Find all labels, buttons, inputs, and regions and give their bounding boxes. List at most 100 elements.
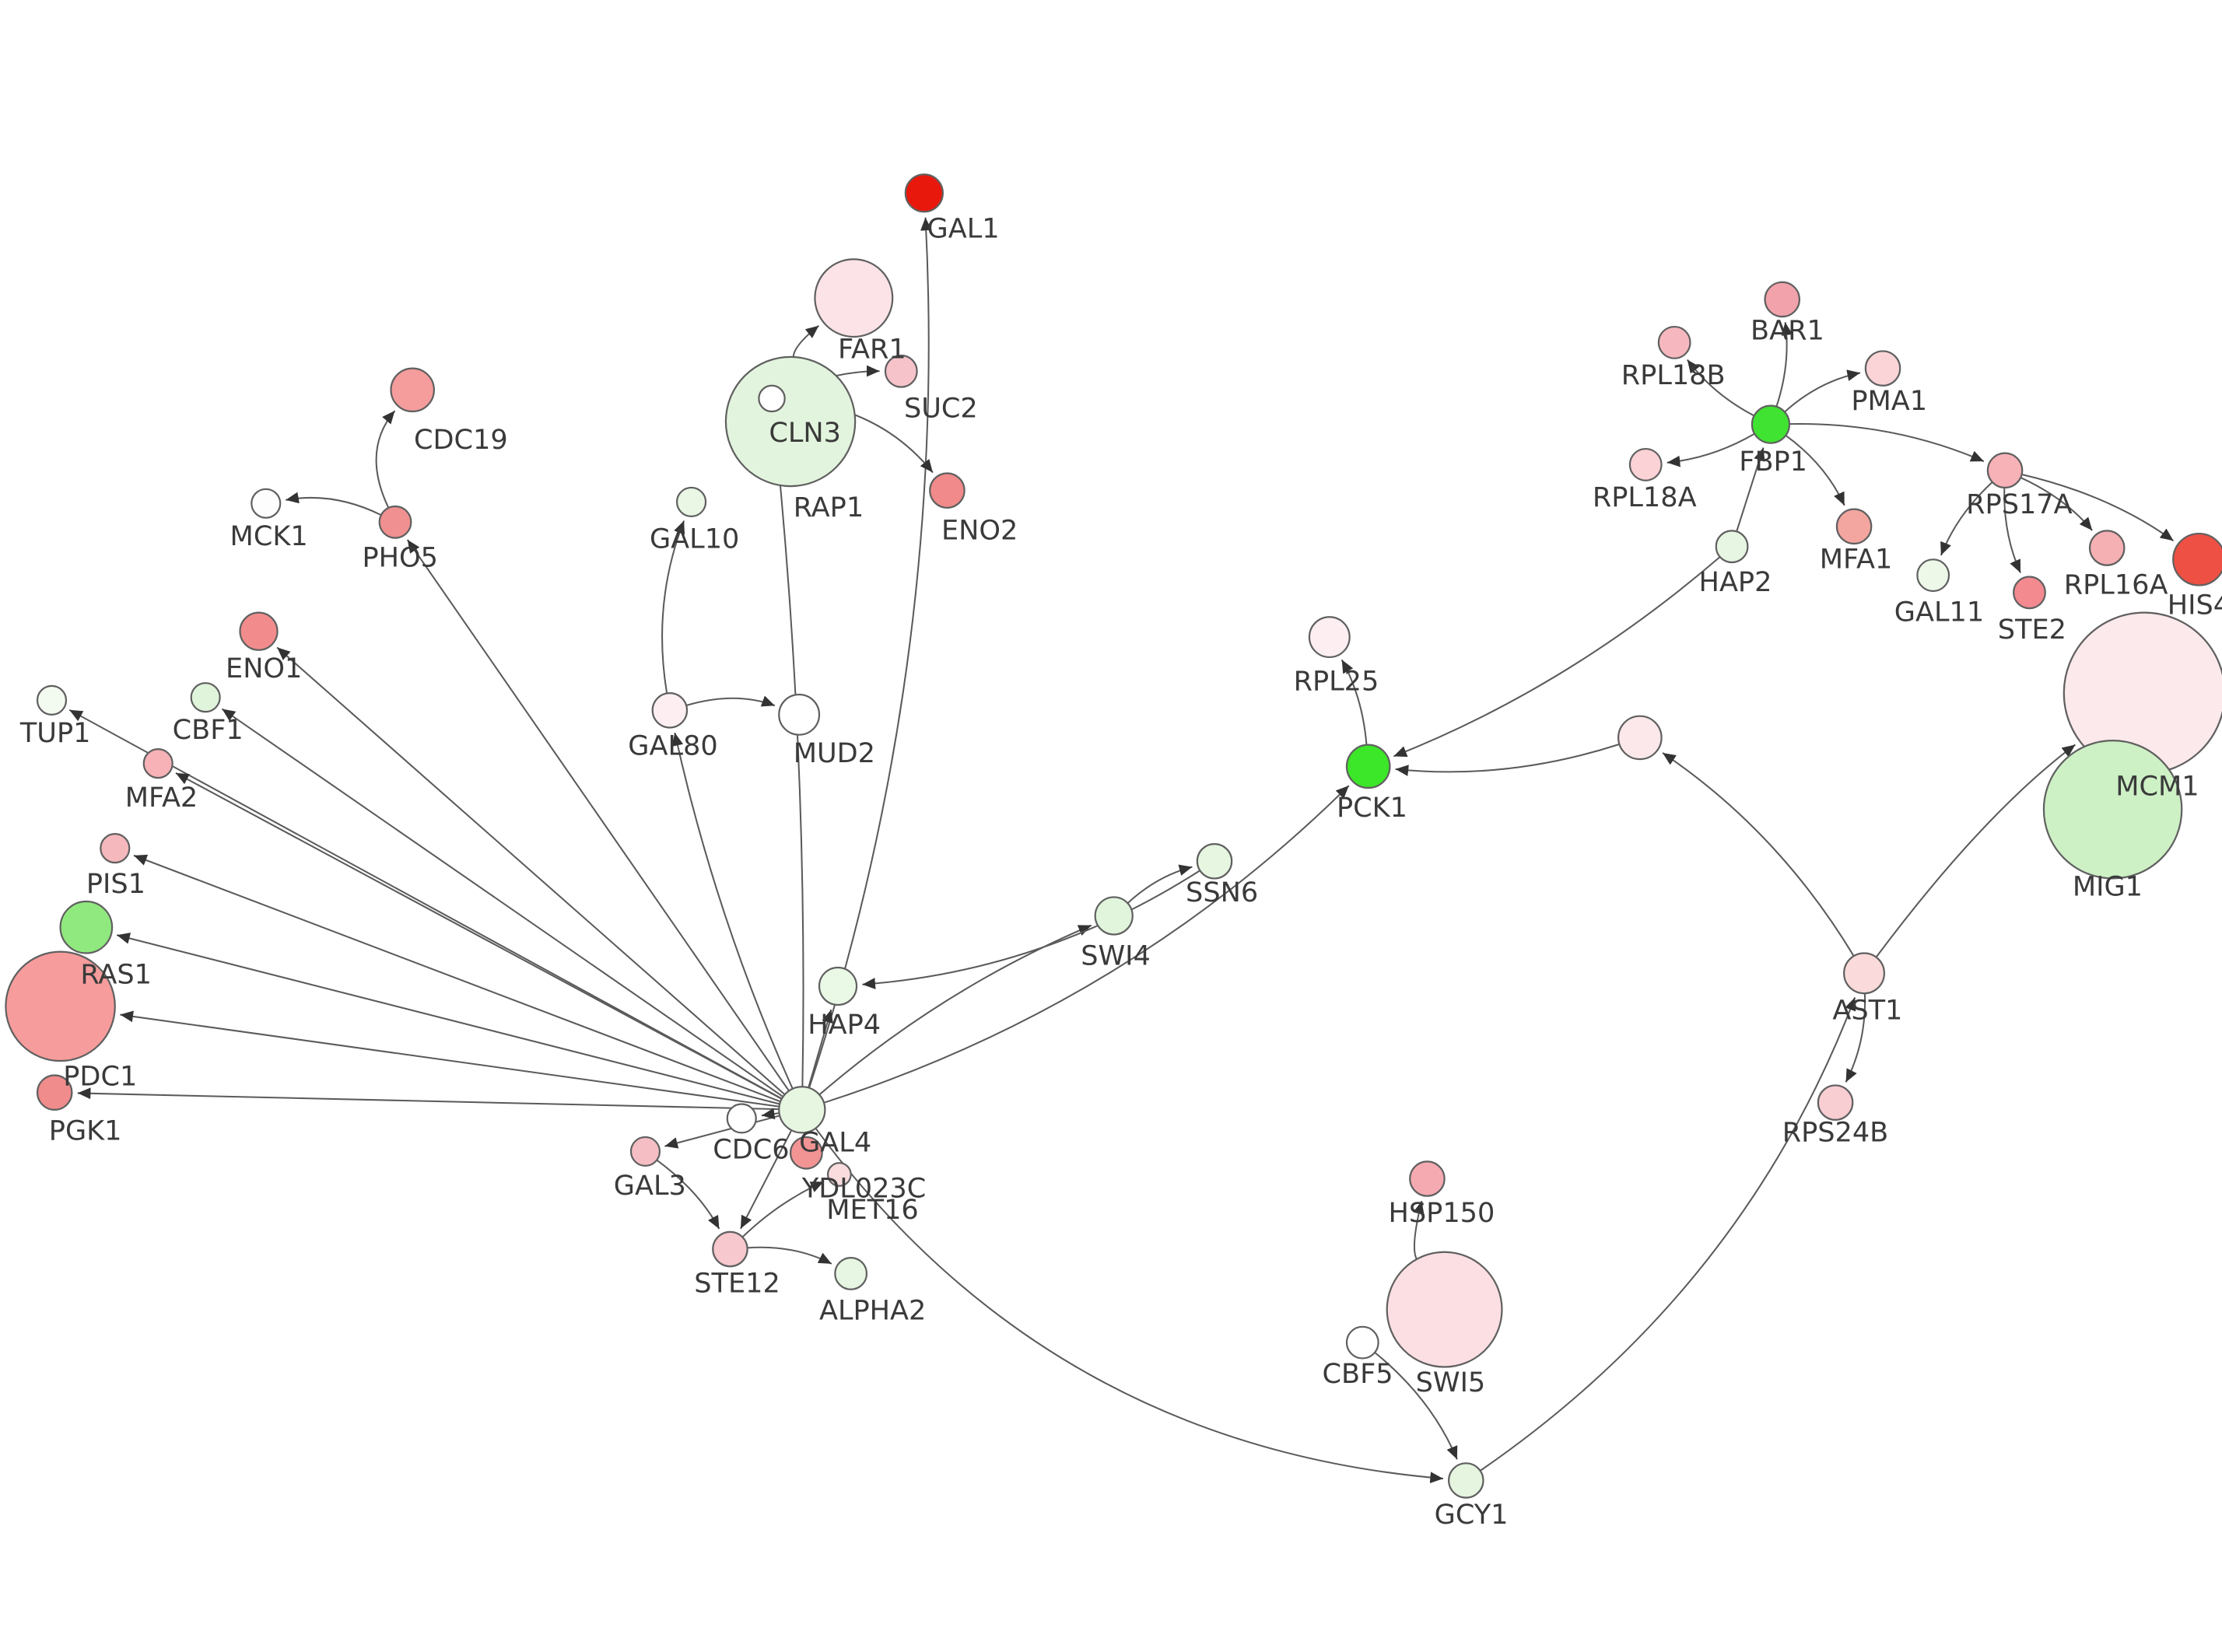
node-gcy1[interactable] (1448, 1462, 1484, 1499)
node-cbf5[interactable] (1345, 1325, 1379, 1360)
node-ast1[interactable] (1843, 952, 1885, 995)
node-ste12[interactable] (712, 1230, 748, 1268)
edge-n1-pck1[interactable] (1395, 743, 1620, 776)
node-rpl18a[interactable] (1628, 447, 1663, 481)
node-bar1[interactable] (1764, 281, 1800, 318)
edge-gal4-gal80[interactable] (671, 732, 794, 1090)
node-ydl023c[interactable] (789, 1136, 823, 1170)
node-ssn6[interactable] (1196, 842, 1233, 880)
node-pgk1[interactable] (36, 1074, 73, 1111)
edge-gal80-gal10[interactable] (661, 520, 685, 694)
node-eno2[interactable] (929, 472, 966, 509)
edge-hap2-fbp1[interactable] (1736, 447, 1765, 532)
node-mig1[interactable] (2042, 739, 2183, 880)
edge-rps17a-gal11[interactable] (1940, 481, 1993, 556)
node-suc2[interactable] (884, 354, 918, 388)
edge-gal4-tup1[interactable] (68, 709, 783, 1100)
node-gal1[interactable] (904, 173, 944, 213)
node-tup1[interactable] (36, 684, 68, 716)
edge-swi4-ssn6[interactable] (1127, 864, 1193, 904)
node-rpl16a[interactable] (2088, 530, 2126, 566)
node-mfa2[interactable] (142, 748, 173, 779)
edge-ast1-rps24b[interactable] (1845, 993, 1866, 1083)
edge-gal80-mud2[interactable] (685, 695, 776, 707)
edge-cln3-far1[interactable] (792, 324, 820, 357)
edge-fbp1-mfa1[interactable] (1785, 435, 1845, 506)
edge-fbp1-bar1[interactable] (1775, 322, 1793, 408)
node-ras1[interactable] (59, 900, 114, 954)
node-rpl25[interactable] (1308, 616, 1351, 659)
node-swi5[interactable] (1386, 1251, 1503, 1368)
edge-gal4-gal1[interactable] (808, 217, 932, 1089)
node-mfa1[interactable] (1835, 508, 1873, 545)
node-n1[interactable] (1617, 715, 1663, 761)
node-pma1[interactable] (1864, 350, 1901, 387)
edge-gal4-pck1[interactable] (823, 785, 1350, 1104)
edge-swi5-hsp150[interactable] (1413, 1200, 1425, 1260)
node-cln3[interactable] (724, 355, 857, 488)
node-cdc6[interactable] (726, 1103, 757, 1134)
edge-fbp1-rps17a[interactable] (1789, 422, 1985, 463)
edge-gal4-pgk1[interactable] (77, 1087, 780, 1111)
node-pis1[interactable] (100, 833, 131, 864)
edge-gal4-ste12[interactable] (740, 1129, 793, 1230)
edge-gal4-gcy1[interactable] (815, 1128, 1444, 1484)
edge-fbp1-rpl18b[interactable] (1686, 359, 1755, 417)
node-swi4[interactable] (1094, 896, 1134, 936)
edge-ast1-mcm1[interactable] (1875, 744, 2076, 958)
node-cbf1[interactable] (190, 682, 221, 713)
edge-hap2-pck1[interactable] (1393, 556, 1721, 758)
node-rap1[interactable] (758, 384, 786, 413)
edge-ast1-n1[interactable] (1662, 752, 1855, 957)
edge-gal3-ste12[interactable] (656, 1159, 720, 1230)
node-rpl18b[interactable] (1657, 325, 1691, 359)
edge-gal4-pdc1[interactable] (120, 1010, 780, 1108)
edge-gal4-cdc6[interactable] (761, 1108, 780, 1120)
node-gal80[interactable] (651, 692, 689, 729)
node-gal4[interactable] (778, 1086, 826, 1134)
edge-gcy1-ast1[interactable] (1480, 997, 1856, 1472)
edge-pck1-rpl25[interactable] (1341, 659, 1368, 745)
edge-gal4-mfa2[interactable] (175, 772, 783, 1100)
edge-gal4-cbf1[interactable] (221, 708, 784, 1097)
edge-rps17a-his4[interactable] (2021, 473, 2175, 542)
node-eno1[interactable] (239, 611, 279, 651)
node-rps24b[interactable] (1817, 1084, 1854, 1121)
node-alpha2[interactable] (834, 1257, 868, 1290)
edge-gal4-pho5[interactable] (406, 539, 790, 1092)
edge-ste12-alpha2[interactable] (747, 1246, 832, 1265)
node-gal10[interactable] (675, 486, 707, 518)
edge-pho5-mck1[interactable] (286, 492, 382, 516)
edge-gal4-swi4[interactable] (818, 924, 1092, 1096)
edge-gal4-pis1[interactable] (133, 854, 781, 1103)
edge-gal4-hap4[interactable] (808, 1009, 833, 1088)
edge-gal4-ras1[interactable] (116, 933, 780, 1105)
edge-ste12-met16[interactable] (741, 1181, 825, 1238)
node-rps17a[interactable] (1986, 452, 2024, 489)
edge-ssn6-hap4[interactable] (862, 870, 1200, 989)
node-far1[interactable] (814, 258, 894, 338)
node-mud2[interactable] (778, 693, 821, 736)
edge-cbf5-gcy1[interactable] (1374, 1352, 1458, 1460)
node-pdc1[interactable] (5, 950, 116, 1062)
edge-fbp1-pma1[interactable] (1784, 369, 1861, 413)
node-his4[interactable] (2172, 532, 2222, 586)
node-pck1[interactable] (1345, 744, 1391, 789)
edge-gal4-rap1[interactable] (769, 417, 804, 1087)
node-hap4[interactable] (818, 966, 858, 1006)
edge-pho5-cdc19[interactable] (375, 410, 396, 509)
node-hsp150[interactable] (1409, 1160, 1446, 1197)
node-gal11[interactable] (1916, 558, 1950, 593)
node-met16[interactable] (826, 1162, 852, 1187)
edge-fbp1-rpl18a[interactable] (1666, 432, 1755, 467)
node-hap2[interactable] (1715, 530, 1749, 564)
node-cdc19[interactable] (390, 367, 436, 413)
node-pho5[interactable] (378, 505, 412, 539)
edge-gal4-eno1[interactable] (276, 646, 786, 1096)
edge-rps17a-rpl16a[interactable] (2020, 477, 2093, 531)
node-gal3[interactable] (629, 1136, 661, 1167)
node-fbp1[interactable] (1751, 404, 1791, 444)
edge-rps17a-ste2[interactable] (2003, 487, 2021, 573)
node-mck1[interactable] (251, 488, 282, 519)
